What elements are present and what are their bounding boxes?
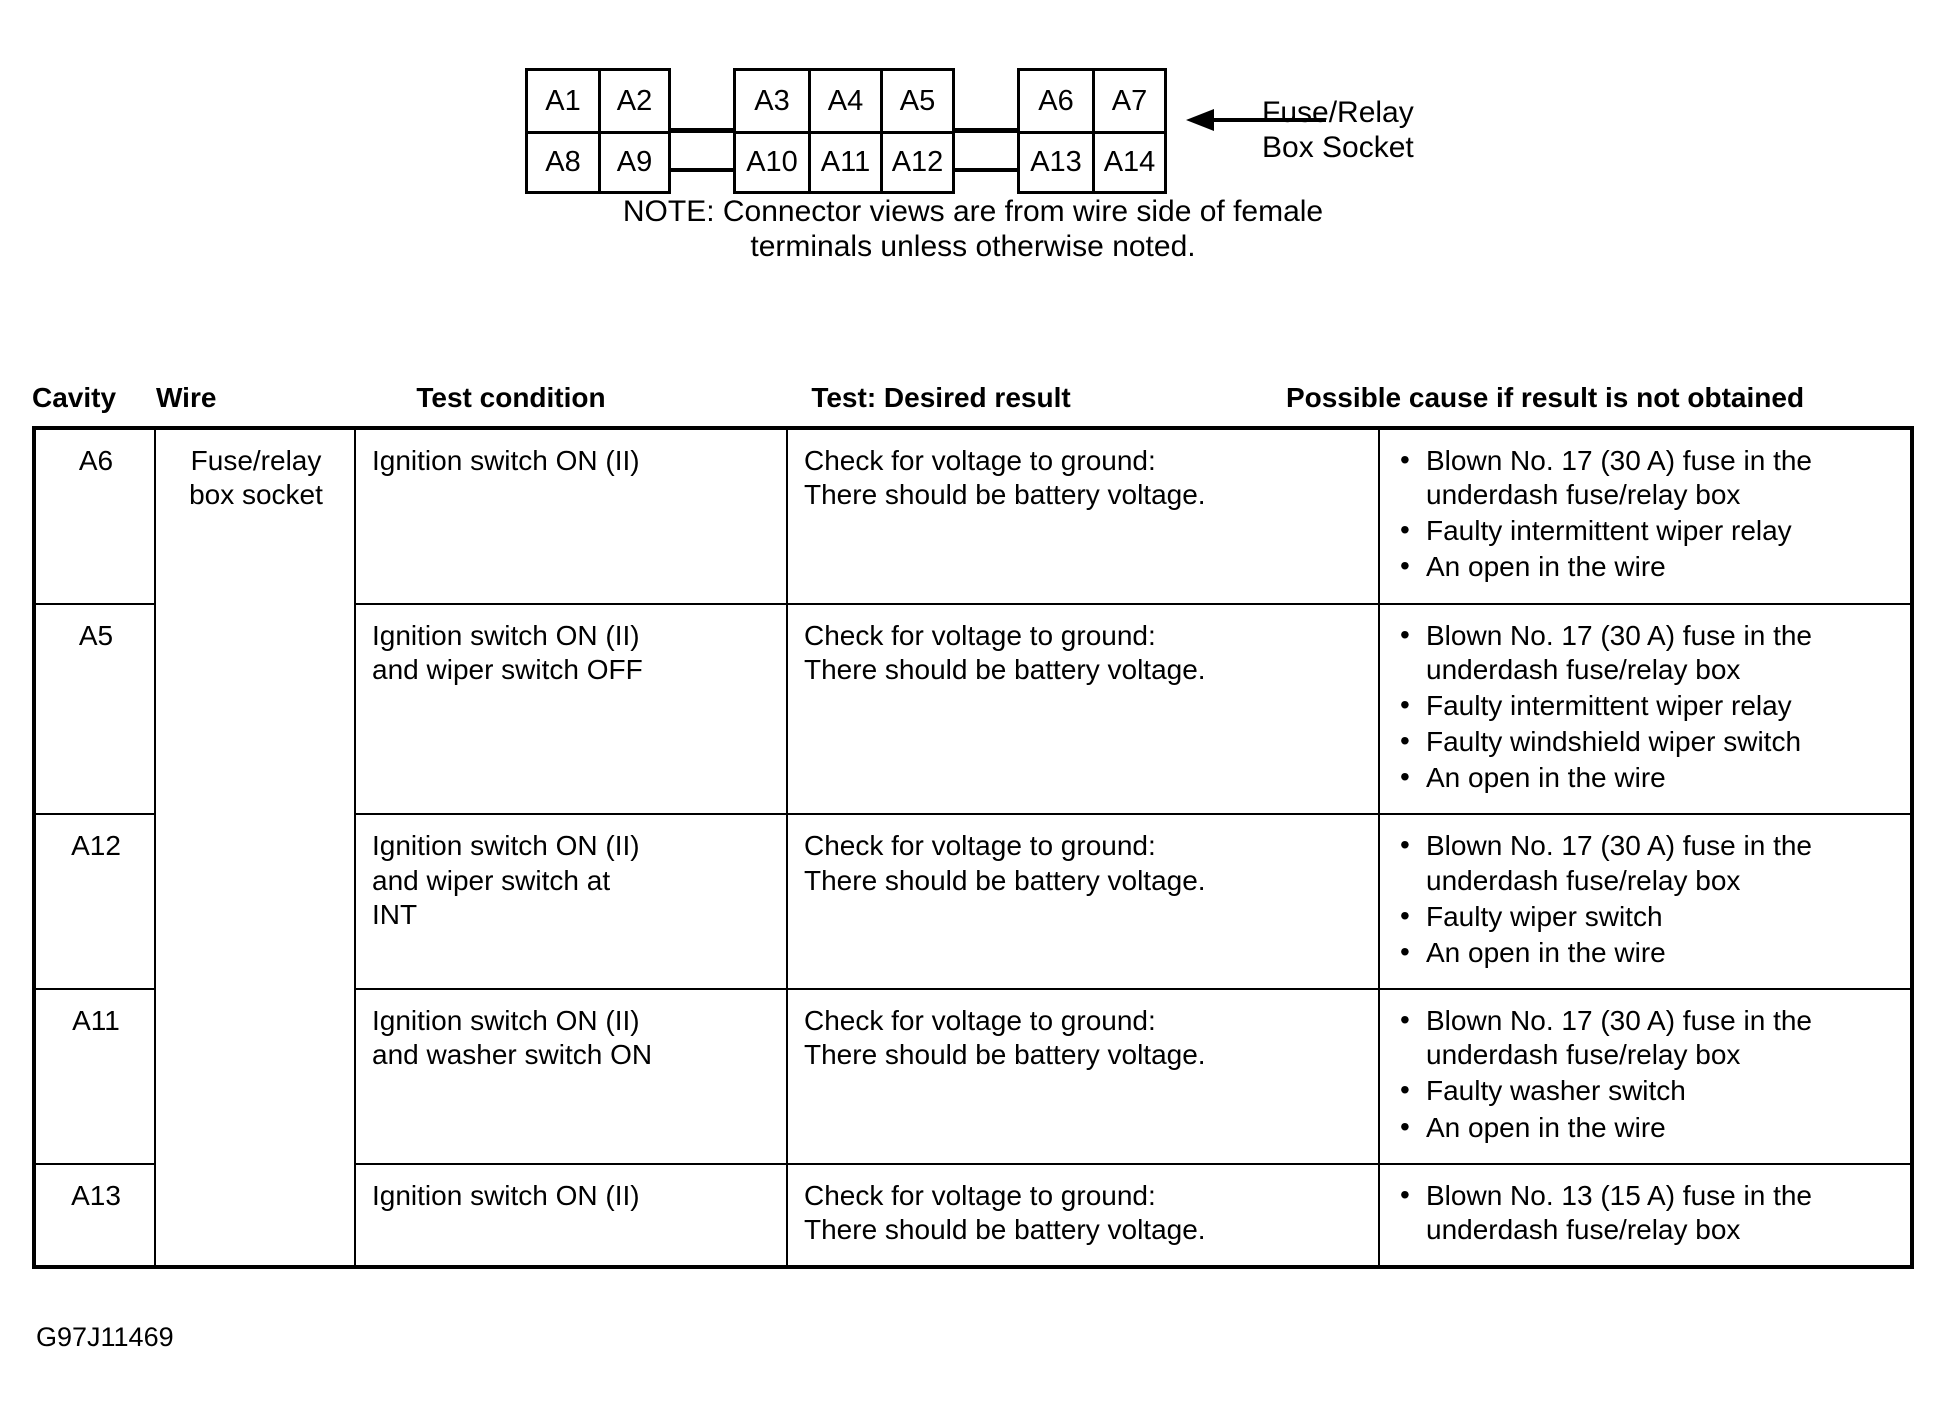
terminal-cell-a3: A3: [754, 84, 790, 117]
cause-list: Blown No. 13 (15 A) fuse in the underdas…: [1396, 1178, 1896, 1247]
terminal-cell-a1: A1: [545, 84, 581, 117]
terminal-cell-a4: A4: [808, 71, 880, 131]
list-item: Blown No. 17 (30 A) fuse in the underdas…: [1396, 828, 1896, 897]
cell-possible-cause: Blown No. 17 (30 A) fuse in the underdas…: [1378, 427, 1913, 605]
cell-test-result: Check for voltage to ground: There shoul…: [786, 1162, 1380, 1268]
figure-code: G97J11469: [36, 1322, 174, 1352]
connector-block-3: A6 A7 A13 A14: [1017, 68, 1167, 194]
list-item: An open in the wire: [1396, 935, 1896, 970]
callout-label: Fuse/Relay Box Socket: [1262, 96, 1414, 165]
callout-arrow-icon: [1186, 109, 1346, 131]
terminal-cell-a13: A13: [1020, 131, 1092, 191]
list-item: Faulty intermittent wiper relay: [1396, 513, 1896, 548]
cell-test-condition: Ignition switch ON (II) and wiper switch…: [354, 602, 788, 816]
connector-blocks: A1 A2 A8 A9 A3 A4 A5 A10 A11 A12: [525, 68, 1167, 194]
table-body: A6 Fuse/relay box socket Ignition switch…: [33, 427, 1913, 1268]
terminal-cell-a7: A7: [1092, 71, 1164, 131]
connector-note: NOTE: Connector views are from wire side…: [622, 195, 1324, 264]
table-row: A12 Ignition switch ON (II) and wiper sw…: [33, 813, 1913, 991]
list-item: Blown No. 13 (15 A) fuse in the underdas…: [1396, 1178, 1896, 1247]
terminal-cell-a6: A6: [1038, 84, 1074, 117]
cell-test-result: Check for voltage to ground: There shoul…: [786, 813, 1380, 991]
cell-test-condition: Ignition switch ON (II) and washer switc…: [354, 988, 788, 1165]
cell-cavity: A6: [33, 427, 156, 605]
cell-cavity: A13: [33, 1162, 156, 1268]
list-item: Faulty windshield wiper switch: [1396, 724, 1896, 759]
connector-block-3-top-row: A6 A7: [1020, 71, 1164, 131]
connector-block-1-bottom-row: A8 A9: [528, 131, 668, 191]
connector-bridge-right: [955, 128, 1017, 191]
cell-possible-cause: Blown No. 13 (15 A) fuse in the underdas…: [1378, 1162, 1913, 1268]
cell-test-condition: Ignition switch ON (II): [354, 427, 788, 605]
table-row: A13 Ignition switch ON (II) Check for vo…: [33, 1162, 1913, 1268]
table-row: A5 Ignition switch ON (II) and wiper swi…: [33, 602, 1913, 816]
connector-block-2-top-row: A3 A4 A5: [736, 71, 952, 131]
list-item: Faulty washer switch: [1396, 1073, 1896, 1108]
cell-test-result: Check for voltage to ground: There shoul…: [786, 427, 1380, 605]
terminal-cell-a14: A14: [1092, 131, 1164, 191]
cell-possible-cause: Blown No. 17 (30 A) fuse in the underdas…: [1378, 988, 1913, 1165]
cause-list: Blown No. 17 (30 A) fuse in the underdas…: [1396, 1003, 1896, 1145]
list-item: Faulty intermittent wiper relay: [1396, 688, 1896, 723]
table-row: A11 Ignition switch ON (II) and washer s…: [33, 988, 1913, 1165]
cell-possible-cause: Blown No. 17 (30 A) fuse in the underdas…: [1378, 813, 1913, 991]
list-item: Blown No. 17 (30 A) fuse in the underdas…: [1396, 1003, 1896, 1072]
cause-list: Blown No. 17 (30 A) fuse in the underdas…: [1396, 443, 1896, 585]
terminal-cell-a5: A5: [880, 71, 952, 131]
cell-test-result: Check for voltage to ground: There shoul…: [786, 988, 1380, 1165]
cell-wire: Fuse/relay box socket: [154, 427, 356, 1268]
cell-test-result: Check for voltage to ground: There shoul…: [786, 602, 1380, 816]
terminal-cell-a9: A9: [598, 131, 668, 191]
header-cavity: Cavity: [32, 382, 117, 413]
connector-block-1-top-row: A1 A2: [528, 71, 668, 131]
cell-cavity: A5: [33, 602, 156, 816]
connector-block-2: A3 A4 A5 A10 A11 A12: [733, 68, 955, 194]
connector-block-1: A1 A2 A8 A9: [525, 68, 671, 194]
list-item: An open in the wire: [1396, 1109, 1896, 1145]
cause-list: Blown No. 17 (30 A) fuse in the underdas…: [1396, 828, 1896, 970]
terminal-cell-a12: A12: [880, 131, 952, 191]
connector-block-2-bottom-row: A10 A11 A12: [736, 131, 952, 191]
cell-test-condition: Ignition switch ON (II) and wiper switch…: [354, 813, 788, 991]
table-column-headers: Cavity Wire Test condition Test: Desired…: [32, 382, 1914, 426]
terminal-cell-a2: A2: [598, 71, 668, 131]
list-item: An open in the wire: [1396, 549, 1896, 584]
diagnostic-table: A6 Fuse/relay box socket Ignition switch…: [32, 426, 1914, 1269]
terminal-cell-a10: A10: [736, 131, 808, 191]
cell-cavity: A11: [33, 988, 156, 1165]
connector-bridge-left: [671, 128, 733, 191]
list-item: Blown No. 17 (30 A) fuse in the underdas…: [1396, 443, 1896, 512]
cause-list: Blown No. 17 (30 A) fuse in the underdas…: [1396, 618, 1896, 796]
diagnostic-table-wrapper: Cavity Wire Test condition Test: Desired…: [32, 382, 1914, 1269]
header-test-desired-result: Test: Desired result: [811, 382, 1071, 413]
arrow-head-icon: [1186, 109, 1214, 131]
header-wire: Wire: [156, 382, 217, 413]
list-item: An open in the wire: [1396, 760, 1896, 795]
terminal-cell-a11: A11: [808, 131, 880, 191]
connector-diagram: A1 A2 A8 A9 A3 A4 A5 A10 A11 A12: [0, 0, 1946, 194]
cell-possible-cause: Blown No. 17 (30 A) fuse in the underdas…: [1378, 602, 1913, 816]
table-row: A6 Fuse/relay box socket Ignition switch…: [33, 427, 1913, 1268]
cell-cavity: A12: [33, 813, 156, 991]
terminal-cell-a8: A8: [528, 131, 598, 191]
connector-block-3-bottom-row: A13 A14: [1020, 131, 1164, 191]
header-test-condition: Test condition: [416, 382, 606, 413]
cell-test-condition: Ignition switch ON (II): [354, 1162, 788, 1268]
header-possible-cause: Possible cause if result is not obtained: [1285, 382, 1805, 413]
list-item: Blown No. 17 (30 A) fuse in the underdas…: [1396, 618, 1896, 687]
list-item: Faulty wiper switch: [1396, 899, 1896, 934]
arrow-line: [1208, 118, 1326, 122]
